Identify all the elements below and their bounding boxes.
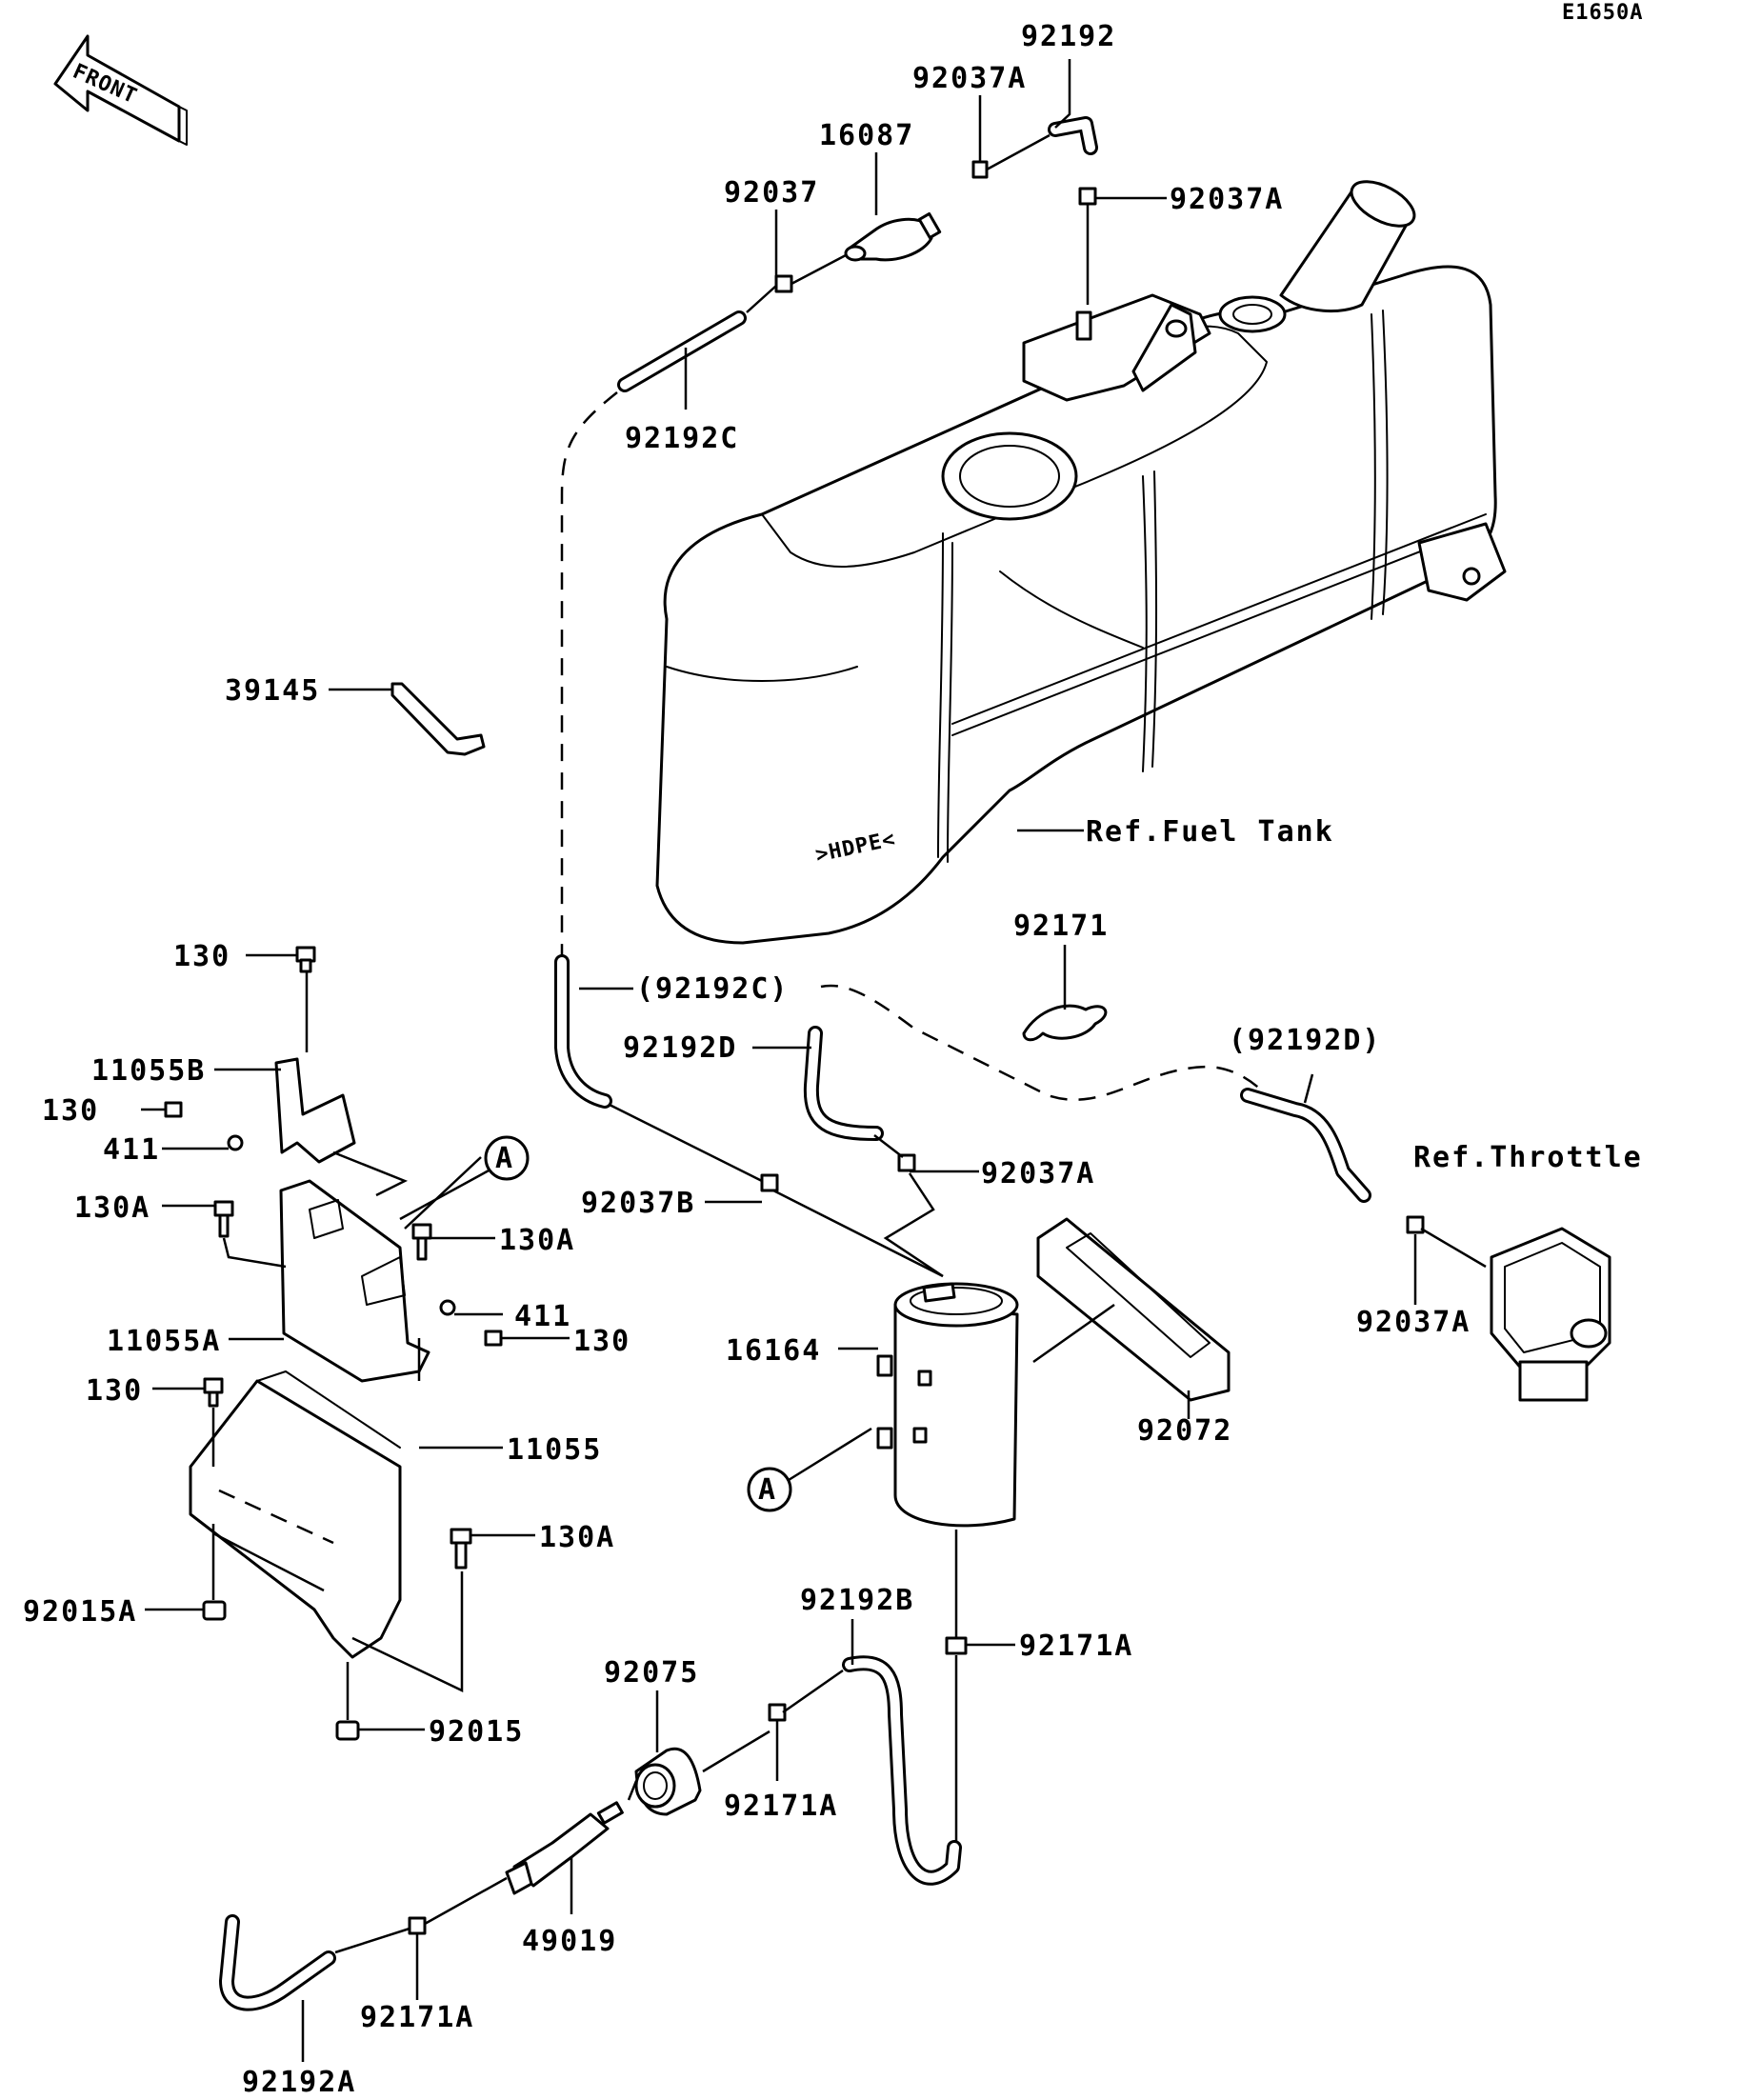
label-92037A-top: 92037A <box>912 62 1027 95</box>
label-130-d: 130 <box>86 1374 143 1408</box>
bolt-130A-right <box>411 1223 432 1261</box>
bracket-11055 <box>189 1370 402 1659</box>
marker-A-lower: A <box>747 1467 792 1512</box>
damper-92075 <box>634 1747 702 1816</box>
label-11055: 11055 <box>507 1433 602 1467</box>
clamp-92171A-c <box>408 1916 427 1935</box>
label-130-c: 130 <box>573 1325 630 1358</box>
label-411-a: 411 <box>103 1133 160 1167</box>
valve-16087 <box>844 211 942 262</box>
clamp-92037 <box>774 274 793 293</box>
label-130A-a: 130A <box>74 1191 150 1225</box>
label-130A-b: 130A <box>499 1224 575 1257</box>
label-92037B: 92037B <box>581 1187 695 1220</box>
label-ref-fuel-tank: Ref.Fuel Tank <box>1086 815 1334 849</box>
label-49019: 49019 <box>522 1925 617 1958</box>
label-92192D: 92192D <box>623 1031 737 1065</box>
label-130A-c: 130A <box>539 1521 615 1554</box>
clamp-92037A-right <box>1406 1215 1425 1234</box>
label-92037A-tank: 92037A <box>1170 183 1284 216</box>
bolt-130-top <box>295 946 316 973</box>
fuel-tank: >HDPE< <box>655 180 1507 945</box>
label-92171: 92171 <box>1013 910 1109 943</box>
label-92192D-paren: (92192D) <box>1229 1024 1382 1057</box>
label-11055B: 11055B <box>91 1054 206 1088</box>
label-92037A-right: 92037A <box>1356 1306 1471 1339</box>
marker-A-upper: A <box>484 1135 530 1181</box>
label-92075: 92075 <box>604 1656 699 1690</box>
label-130-b: 130 <box>42 1094 99 1128</box>
label-130-a: 130 <box>173 940 230 973</box>
clip-92171 <box>1022 1004 1108 1042</box>
label-92192C: 92192C <box>625 422 739 455</box>
label-92072: 92072 <box>1137 1414 1232 1448</box>
label-92015A: 92015A <box>23 1595 137 1629</box>
clamp-92171A-b <box>768 1703 787 1722</box>
clamp-92037A-tank <box>1078 187 1097 206</box>
label-92192A: 92192A <box>242 2066 356 2099</box>
band-92072 <box>1036 1217 1231 1402</box>
nut-92015 <box>335 1720 360 1741</box>
front-arrow-icon: FRONT <box>53 34 188 146</box>
label-11055A: 11055A <box>107 1325 221 1358</box>
washer-411-b <box>439 1299 456 1316</box>
throttle-body <box>1490 1227 1611 1402</box>
label-92171A-b: 92171A <box>724 1790 838 1823</box>
svg-text:A: A <box>758 1473 777 1507</box>
svg-text:A: A <box>495 1142 514 1175</box>
label-ref-throttle: Ref.Throttle <box>1413 1141 1643 1174</box>
bracket-11055A <box>279 1179 430 1383</box>
bolt-130-right <box>484 1330 503 1347</box>
label-92192-top: 92192 <box>1021 20 1116 53</box>
label-92171A-a: 92171A <box>1019 1630 1133 1663</box>
label-92171A-c: 92171A <box>360 2001 474 2034</box>
clamp-92037A-top <box>971 160 989 179</box>
label-92037A-mid: 92037A <box>981 1157 1095 1190</box>
clamp-92037A-mid <box>897 1153 916 1172</box>
label-92192B: 92192B <box>800 1584 914 1617</box>
hose-92192D-route <box>820 984 1268 1101</box>
bolt-130-lower <box>203 1377 224 1408</box>
diagram-code: E1650A <box>1562 1 1643 25</box>
canister-16164 <box>876 1282 1019 1528</box>
fuel-filter-49019 <box>505 1801 624 1895</box>
bolt-130A-left <box>213 1200 234 1238</box>
clamp-92037B <box>760 1173 779 1192</box>
clamp-92171A-canister <box>945 1636 968 1655</box>
label-92192C-paren: (92192C) <box>636 972 790 1006</box>
label-16164: 16164 <box>726 1334 821 1368</box>
label-92037-top: 92037 <box>724 176 819 210</box>
bracket-11055B <box>274 1057 356 1164</box>
strap-39145 <box>390 682 486 756</box>
label-39145: 39145 <box>225 674 320 708</box>
nut-92015A <box>202 1600 227 1621</box>
bolt-130-mid <box>164 1101 183 1118</box>
bolt-130A-lower <box>450 1528 472 1570</box>
hose-92192C-route <box>560 391 618 962</box>
label-411-b: 411 <box>514 1300 571 1333</box>
label-92015: 92015 <box>429 1715 524 1749</box>
washer-411-a <box>227 1134 244 1151</box>
label-16087: 16087 <box>819 119 914 152</box>
